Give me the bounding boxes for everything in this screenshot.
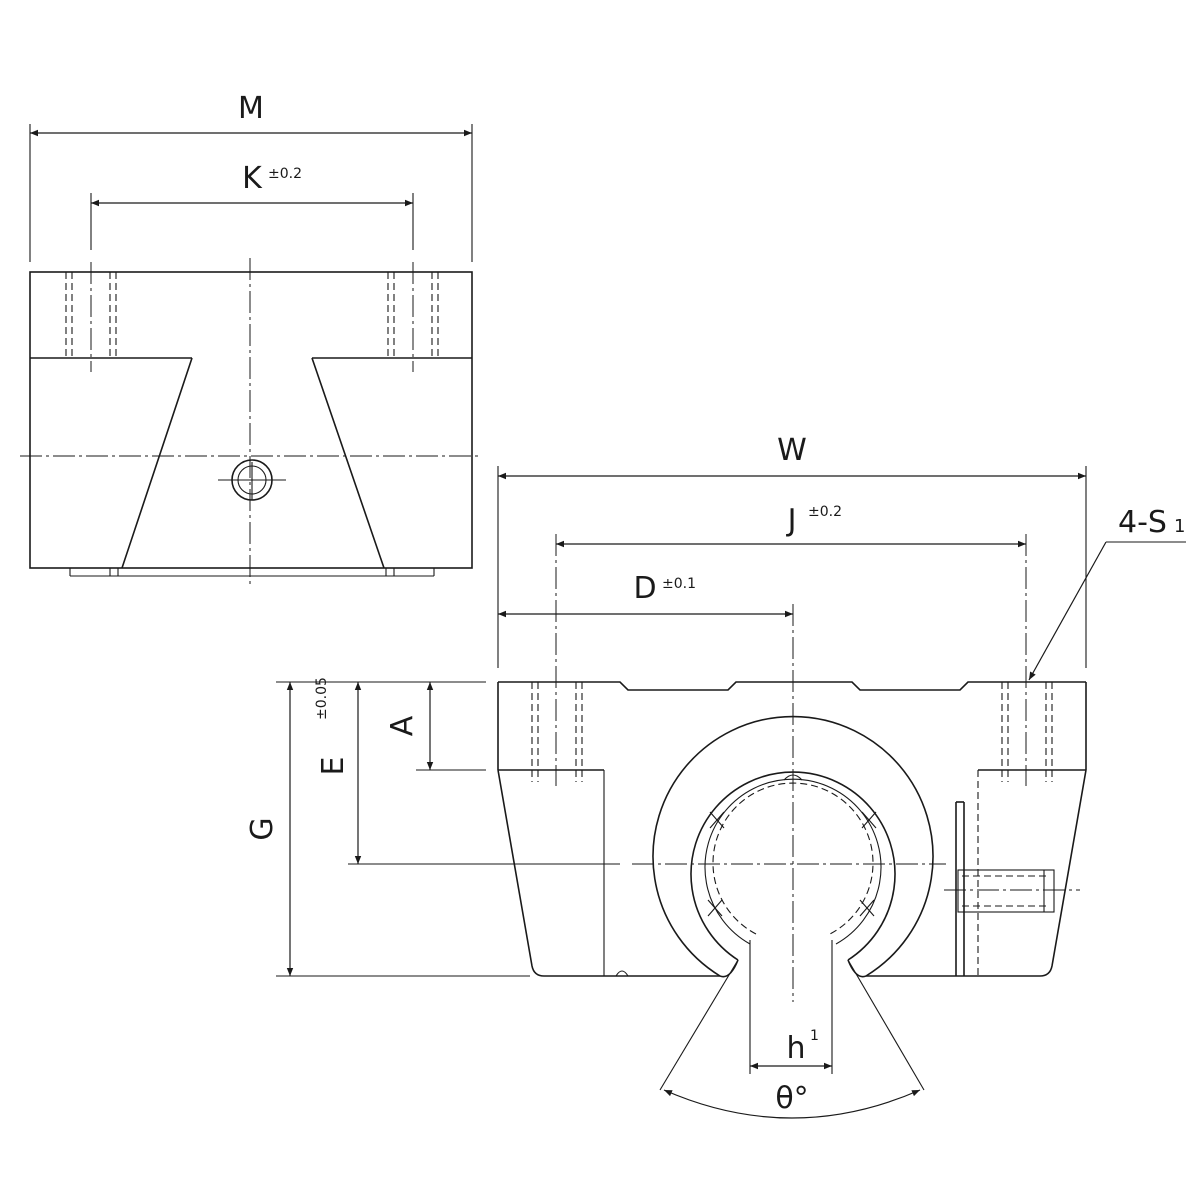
front-view: W J ±0.2 D ±0.1 4-S 1 A E ±0.05 G h: [245, 433, 1186, 1119]
label-a: A: [385, 715, 420, 736]
label-g: G: [245, 817, 280, 840]
top-view-outline: [29, 271, 473, 569]
leader-s1: [1028, 541, 1107, 681]
front-view-hole-left: [531, 682, 583, 782]
label-j: J: [786, 503, 797, 538]
top-view-hole-left: [65, 262, 117, 372]
label-e: E: [316, 757, 351, 776]
front-view-body-left: [497, 769, 720, 977]
label-theta: θ°: [775, 1081, 808, 1116]
housing-inner-arc: [690, 771, 896, 961]
label-j-tolerance: ±0.2: [808, 504, 842, 520]
label-h: h: [786, 1031, 805, 1066]
top-view-taper-left: [121, 357, 193, 569]
adjustment-screw: [944, 801, 1080, 976]
front-view-top-edge: [498, 681, 1086, 691]
label-d: D: [633, 571, 656, 606]
bearing-retainer-marks: [707, 811, 877, 917]
label-h-superscript: 1: [810, 1028, 819, 1044]
front-view-hole-right: [1001, 682, 1053, 782]
label-s: 4-S: [1118, 505, 1167, 540]
label-k-tolerance: ±0.2: [268, 166, 302, 182]
label-d-tolerance: ±0.1: [662, 576, 696, 592]
top-view-taper-right: [311, 357, 385, 569]
dimension-theta-arc: [663, 1089, 921, 1119]
top-view-hole-right: [387, 262, 439, 372]
label-e-tolerance: ±0.05: [314, 677, 330, 720]
front-view-body-right: [866, 769, 1087, 977]
label-w: W: [777, 433, 807, 468]
top-view: M K ±0.2: [20, 91, 482, 584]
label-m: M: [238, 91, 264, 126]
label-k: K: [242, 161, 263, 196]
label-s-subscript: 1: [1174, 516, 1185, 537]
